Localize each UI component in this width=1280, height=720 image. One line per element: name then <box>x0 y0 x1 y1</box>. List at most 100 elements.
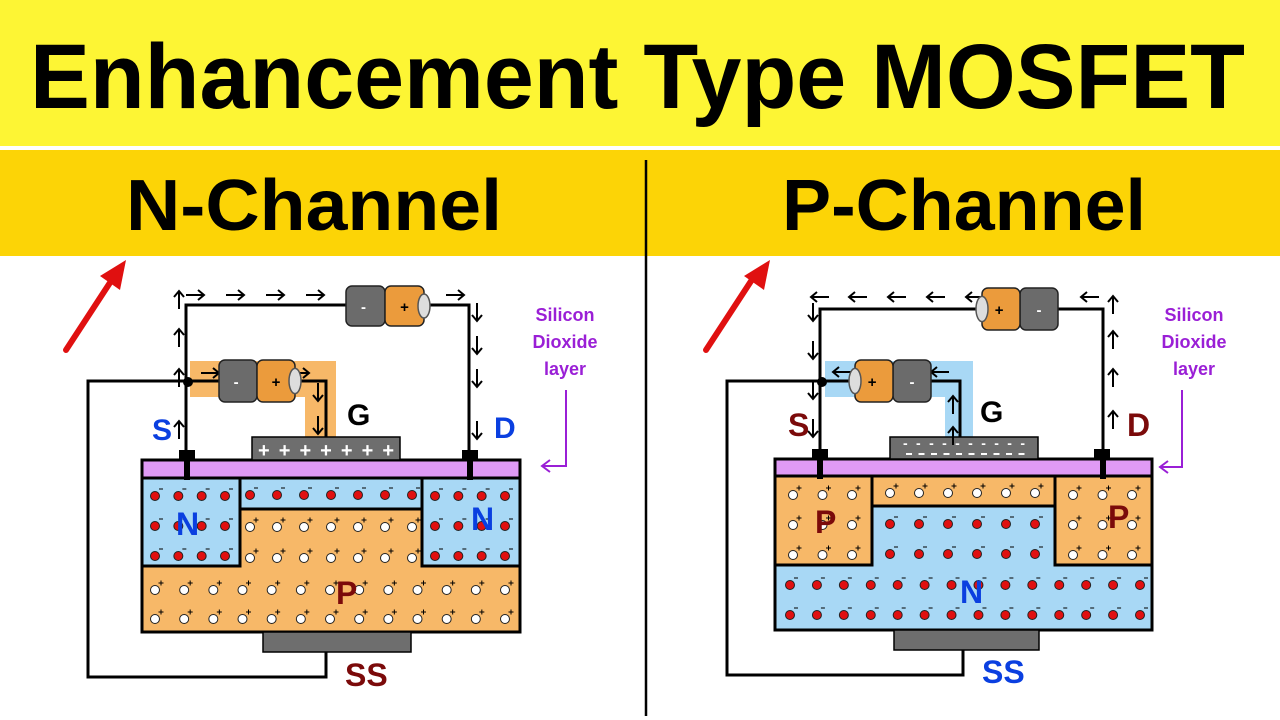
battery-terminal-sign: - <box>1037 302 1042 319</box>
battery-icon: -+ <box>218 359 302 403</box>
current-arrow-icon <box>831 366 851 378</box>
current-arrow-icon <box>1079 291 1099 303</box>
battery-terminal-sign: + <box>400 299 409 316</box>
current-arrow-icon <box>471 369 483 389</box>
hole-icon <box>325 609 339 624</box>
pointer-arrow-icon <box>63 260 126 353</box>
drain-contact <box>1094 449 1110 459</box>
oxide-layer <box>140 458 522 480</box>
hole-icon <box>326 517 340 532</box>
hole-icon <box>179 609 193 624</box>
electron-icon <box>1030 516 1043 529</box>
electron-icon <box>196 548 210 561</box>
electron-icon <box>196 488 210 501</box>
hole-icon <box>179 580 193 595</box>
battery-icon: -+ <box>345 285 431 327</box>
pointer-arrow-icon <box>703 260 770 353</box>
hole-icon <box>325 580 339 595</box>
electron-icon <box>245 487 258 500</box>
hole-icon <box>383 609 397 624</box>
electron-icon <box>1001 516 1014 529</box>
hole-icon <box>299 517 313 532</box>
body-label: P <box>336 575 357 611</box>
page-title: Enhancement Type MOSFET <box>30 26 1245 128</box>
electron-icon <box>972 546 985 559</box>
electron-icon <box>785 577 798 590</box>
source-contact <box>179 450 195 460</box>
hole-icon <box>943 483 957 498</box>
current-arrow-icon <box>1107 409 1119 429</box>
current-arrow-icon <box>312 416 324 436</box>
hole-icon <box>441 609 456 624</box>
hole-icon <box>817 485 831 500</box>
current-arrow-icon <box>847 291 867 303</box>
hole-icon <box>266 580 281 595</box>
electron-icon <box>914 516 927 529</box>
electron-icon <box>430 518 443 531</box>
heading-p-channel: P-Channel <box>782 166 1146 246</box>
hole-icon <box>788 515 802 530</box>
oxide-pointer-arrow <box>1160 390 1183 468</box>
hole-icon <box>407 548 421 563</box>
electron-icon <box>914 546 927 559</box>
battery-icon: +- <box>848 359 932 403</box>
electron-icon <box>943 546 956 559</box>
current-arrow-icon <box>809 291 829 303</box>
oxide-label-line: Dioxide <box>532 332 597 352</box>
hole-icon <box>1030 483 1044 498</box>
oxide-label-line: layer <box>1173 359 1215 379</box>
electron-icon <box>1027 607 1041 620</box>
electron-icon <box>380 487 393 500</box>
electron-icon <box>453 548 467 561</box>
hole-icon <box>245 548 259 563</box>
electron-icon <box>500 518 513 531</box>
battery-terminal-sign: + <box>272 374 281 391</box>
hole-icon <box>237 609 251 624</box>
oxide-label-line: Silicon <box>535 305 594 325</box>
electron-icon <box>173 518 187 531</box>
electron-icon <box>811 607 825 620</box>
battery-terminal-sign: + <box>995 302 1004 319</box>
hole-icon <box>847 515 861 530</box>
electron-icon <box>150 488 163 501</box>
oxide-label-line: Dioxide <box>1161 332 1226 352</box>
oxide-label: Silicon Dioxide layer <box>1161 305 1226 379</box>
electron-icon <box>1108 577 1122 590</box>
current-arrow-icon <box>186 289 206 301</box>
electron-icon <box>453 518 467 531</box>
hole-icon <box>470 609 485 624</box>
hole-icon <box>353 517 367 532</box>
substrate-label: SS <box>345 657 388 693</box>
hole-icon <box>272 548 286 563</box>
electron-icon <box>1135 577 1148 590</box>
electron-icon <box>1081 607 1095 620</box>
current-arrow-icon <box>173 419 185 439</box>
electron-icon <box>196 518 210 531</box>
electron-icon <box>1054 607 1068 620</box>
hole-icon <box>1097 545 1111 560</box>
hole-icon <box>353 548 367 563</box>
electron-icon <box>865 577 879 590</box>
drain-region-label: N <box>471 501 494 537</box>
current-arrow-icon <box>173 289 185 309</box>
battery-icon: +- <box>975 287 1059 331</box>
electron-icon <box>1081 577 1095 590</box>
hole-icon <box>441 580 456 595</box>
body-label: N <box>960 574 983 610</box>
hole-icon <box>1068 485 1082 500</box>
current-arrow-icon <box>947 425 959 445</box>
oxide-label: Silicon Dioxide layer <box>532 305 597 379</box>
hole-icon <box>972 483 986 498</box>
battery-terminal-sign: - <box>234 374 239 391</box>
oxide-layer <box>773 457 1154 478</box>
current-arrow-icon <box>312 383 324 403</box>
battery-terminal-sign: - <box>910 374 915 391</box>
gate-charge: - - - - - - - - - - <box>903 435 1025 451</box>
current-arrow-icon <box>471 303 483 323</box>
electron-icon <box>973 607 987 620</box>
hole-icon <box>914 483 928 498</box>
hole-icon <box>383 580 397 595</box>
electron-icon <box>150 518 163 531</box>
hole-icon <box>500 609 514 624</box>
